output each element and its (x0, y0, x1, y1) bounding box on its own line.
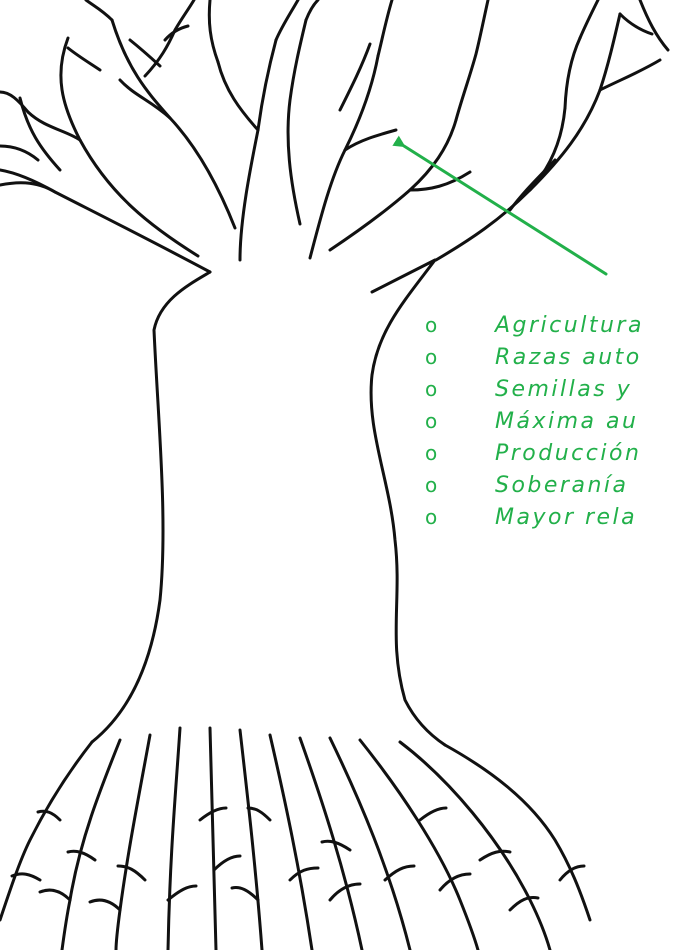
tree-branches-right (288, 0, 668, 260)
tree-roots (0, 728, 590, 950)
tree-branches-left (0, 0, 298, 272)
tree-trunk (92, 260, 445, 745)
pointer-arrow (404, 146, 606, 274)
